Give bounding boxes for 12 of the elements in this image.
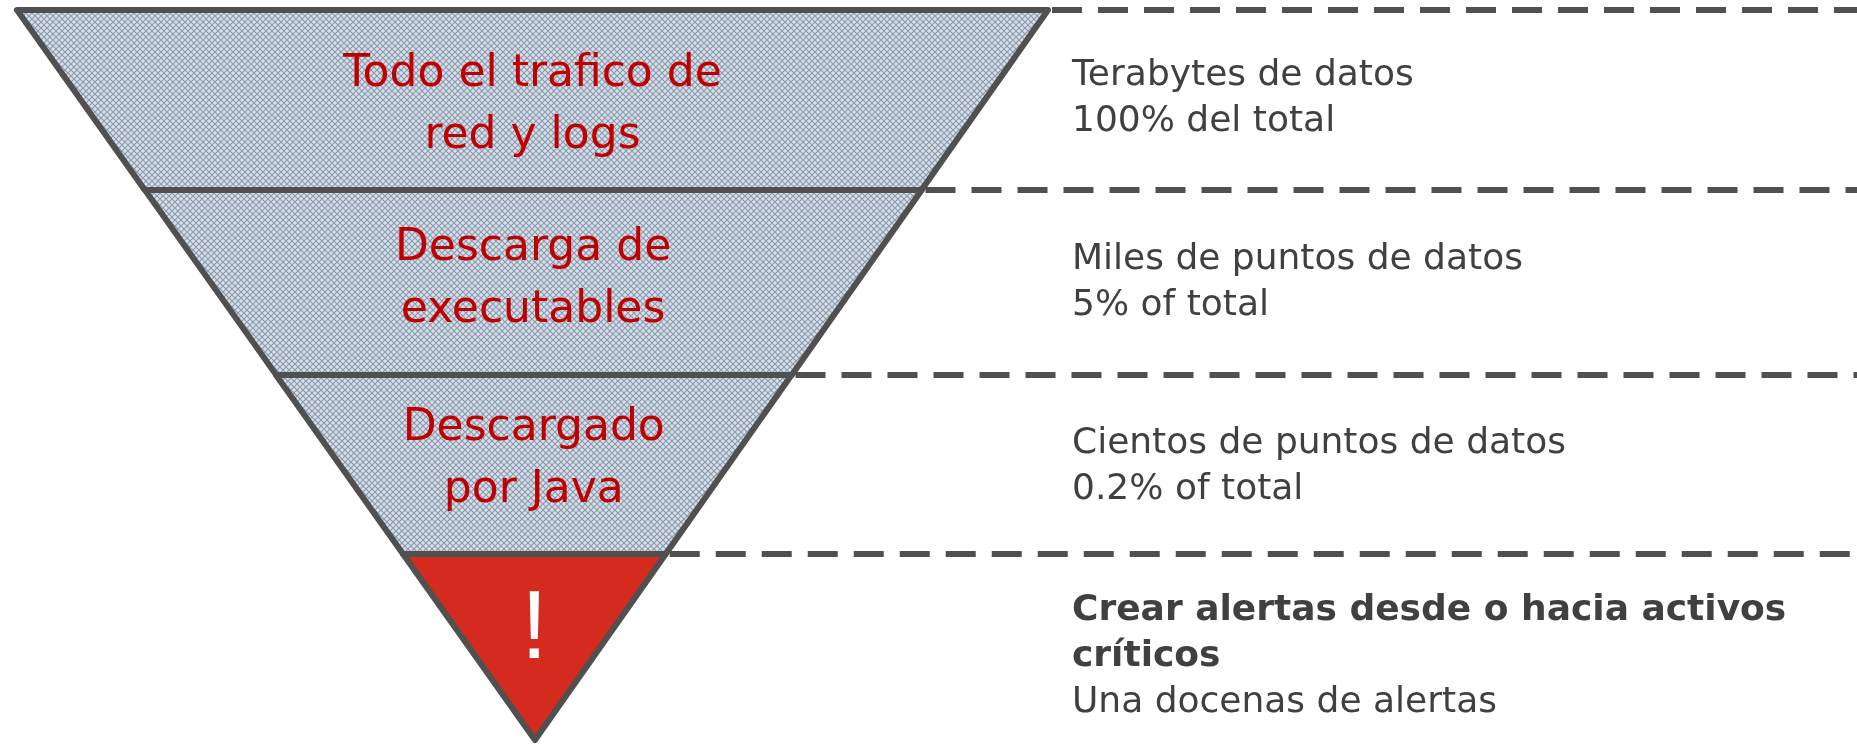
volume-note: Cientos de puntos de datos bbox=[1072, 419, 1567, 463]
volume-note: Terabytes de datos bbox=[1072, 51, 1415, 95]
exclamation-mark: ! bbox=[520, 575, 549, 675]
volume-note: Una docenas de alertas bbox=[1072, 678, 1498, 722]
band-label: Descargado por Java bbox=[401, 398, 666, 514]
volume-note: 0.2% of total bbox=[1072, 465, 1305, 509]
volume-note: 100% del total bbox=[1072, 97, 1337, 141]
volume-note: Miles de puntos de datos bbox=[1072, 235, 1524, 279]
volume-note: 5% of total bbox=[1072, 281, 1270, 325]
band-label: Todo el trafico de red y logs bbox=[342, 44, 723, 160]
band-label: Descarga de executables bbox=[394, 218, 673, 334]
alert-description: Crear alertas desde o hacia activos críticos bbox=[1072, 586, 1788, 676]
